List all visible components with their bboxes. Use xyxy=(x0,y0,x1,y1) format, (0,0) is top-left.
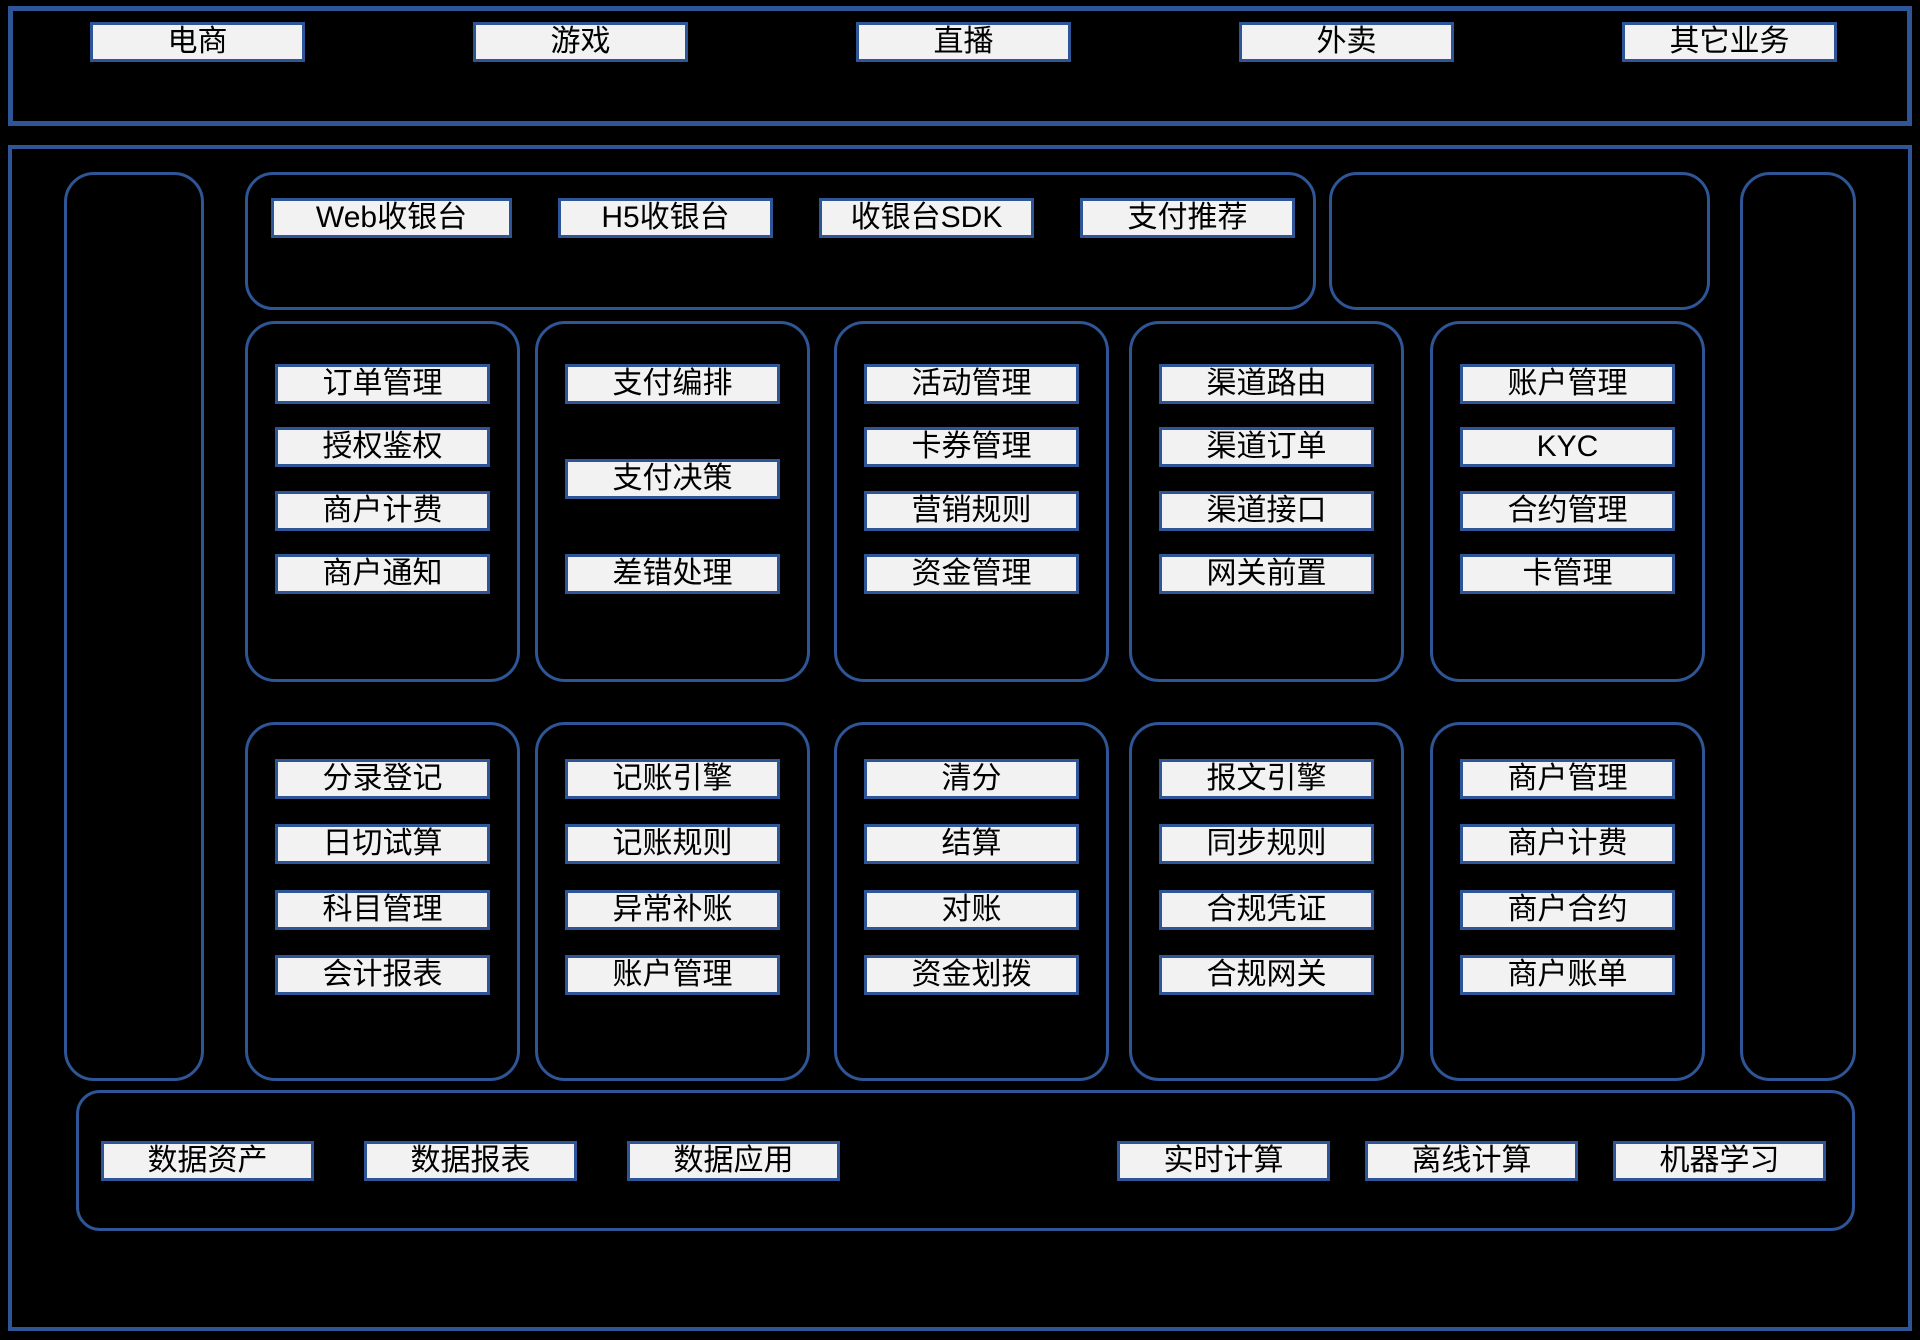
module-box: 对账 xyxy=(864,889,1079,930)
business-box: 外卖 xyxy=(1239,22,1454,62)
module-box: 商户合约 xyxy=(1460,889,1675,930)
row2-group-settlement: 清分结算对账资金划拨 xyxy=(834,722,1109,1081)
row2-group-bookkeeping-items: 记账引擎记账规则异常补账账户管理 xyxy=(565,759,780,995)
row1-group-channel-items: 渠道路由渠道订单渠道接口网关前置 xyxy=(1159,364,1374,594)
module-box: 分录登记 xyxy=(275,759,490,799)
module-box: 同步规则 xyxy=(1159,824,1374,865)
row1-group-account-items: 账户管理 KYC 合约管理卡管理 xyxy=(1460,364,1675,594)
data-box: 数据报表 xyxy=(364,1141,577,1181)
row1-group-order: 订单管理授权鉴权商户计费商户通知 xyxy=(245,321,520,682)
module-box: 科目管理 xyxy=(275,889,490,930)
business-box: 游戏 xyxy=(473,22,688,62)
data-box: 数据资产 xyxy=(101,1141,314,1181)
row1-group-payment-items: 支付编排支付决策差错处理 xyxy=(565,364,780,594)
row1-group-marketing-items: 活动管理卡券管理营销规则资金管理 xyxy=(864,364,1079,594)
module-box: 卡券管理 xyxy=(864,427,1079,468)
module-box: 网关前置 xyxy=(1159,553,1374,594)
module-box: 异常补账 xyxy=(565,889,780,930)
row2-group-merchant: 商户管理商户计费商户合约商户账单 xyxy=(1430,722,1705,1081)
row2-group-ledger-items: 分录登记日切试算科目管理会计报表 xyxy=(275,759,490,995)
module-box: 资金管理 xyxy=(864,553,1079,594)
row1-group-account: 账户管理 KYC 合约管理卡管理 xyxy=(1430,321,1705,682)
business-box: 其它业务 xyxy=(1622,22,1837,62)
module-box: 授权鉴权 xyxy=(275,427,490,468)
module-box: 商户通知 xyxy=(275,553,490,594)
module-box: 营销规则 xyxy=(864,490,1079,531)
row2-group-settlement-items: 清分结算对账资金划拨 xyxy=(864,759,1079,995)
row1-group-channel: 渠道路由渠道订单渠道接口网关前置 xyxy=(1129,321,1404,682)
module-box: 清分 xyxy=(864,759,1079,799)
module-box: 渠道接口 xyxy=(1159,490,1374,531)
business-box: 电商 xyxy=(90,22,305,62)
row2-group-merchant-items: 商户管理商户计费商户合约商户账单 xyxy=(1460,759,1675,995)
module-box: 会计报表 xyxy=(275,954,490,995)
data-box: 数据应用 xyxy=(627,1141,840,1181)
access-box: Web收银台 xyxy=(271,198,512,238)
data-box: 实时计算 xyxy=(1117,1141,1330,1181)
module-box: 商户计费 xyxy=(275,490,490,531)
module-box: 差错处理 xyxy=(565,554,780,594)
module-box: 活动管理 xyxy=(864,364,1079,404)
data-box: 机器学习 xyxy=(1613,1141,1826,1181)
row2-group-compliance-items: 报文引擎同步规则合规凭证合规网关 xyxy=(1159,759,1374,995)
row1-group-order-items: 订单管理授权鉴权商户计费商户通知 xyxy=(275,364,490,594)
data-box: 离线计算 xyxy=(1365,1141,1578,1181)
module-box: 账户管理 xyxy=(565,954,780,995)
data-platform-right-items: 实时计算离线计算机器学习 xyxy=(1117,1141,1826,1181)
cashier-access-items: Web收银台 H5收银台 收银台SDK 支付推荐 xyxy=(271,198,1295,238)
module-box: 卡管理 xyxy=(1460,553,1675,594)
module-box: 合约管理 xyxy=(1460,490,1675,531)
module-box: 合规凭证 xyxy=(1159,889,1374,930)
left-pillar xyxy=(64,172,204,1081)
module-box: 商户管理 xyxy=(1460,759,1675,799)
business-box: 直播 xyxy=(856,22,1071,62)
data-platform-group: 数据资产 数据报表 数据应用 实时计算离线计算机器学习 xyxy=(76,1090,1855,1231)
module-box: 商户账单 xyxy=(1460,954,1675,995)
module-box: KYC xyxy=(1460,427,1675,468)
row2-group-bookkeeping: 记账引擎记账规则异常补账账户管理 xyxy=(535,722,810,1081)
business-layer-bar: 电商 游戏 直播 外卖 其它业务 xyxy=(8,6,1912,126)
module-box: 日切试算 xyxy=(275,824,490,865)
cashier-access-group: Web收银台 H5收银台 收银台SDK 支付推荐 xyxy=(245,172,1316,310)
right-pillar xyxy=(1740,172,1856,1081)
module-box: 结算 xyxy=(864,824,1079,865)
access-box: H5收银台 xyxy=(558,198,773,238)
empty-top-right-group xyxy=(1329,172,1710,310)
module-box: 商户计费 xyxy=(1460,824,1675,865)
row1-group-marketing: 活动管理卡券管理营销规则资金管理 xyxy=(834,321,1109,682)
business-layer-items: 电商 游戏 直播 外卖 其它业务 xyxy=(90,22,1837,62)
access-box: 支付推荐 xyxy=(1080,198,1295,238)
row1-group-payment: 支付编排支付决策差错处理 xyxy=(535,321,810,682)
module-box: 账户管理 xyxy=(1460,364,1675,404)
module-box: 渠道订单 xyxy=(1159,427,1374,468)
module-box: 记账规则 xyxy=(565,824,780,865)
module-box: 资金划拨 xyxy=(864,954,1079,995)
module-box: 合规网关 xyxy=(1159,954,1374,995)
row2-group-ledger: 分录登记日切试算科目管理会计报表 xyxy=(245,722,520,1081)
module-box: 订单管理 xyxy=(275,364,490,404)
module-box: 报文引擎 xyxy=(1159,759,1374,799)
row2-group-compliance: 报文引擎同步规则合规凭证合规网关 xyxy=(1129,722,1404,1081)
module-box: 记账引擎 xyxy=(565,759,780,799)
module-box: 渠道路由 xyxy=(1159,364,1374,404)
data-platform-left-items: 数据资产 数据报表 数据应用 xyxy=(101,1141,840,1181)
access-box: 收银台SDK xyxy=(819,198,1034,238)
module-box: 支付编排 xyxy=(565,364,780,404)
module-box: 支付决策 xyxy=(565,459,780,499)
